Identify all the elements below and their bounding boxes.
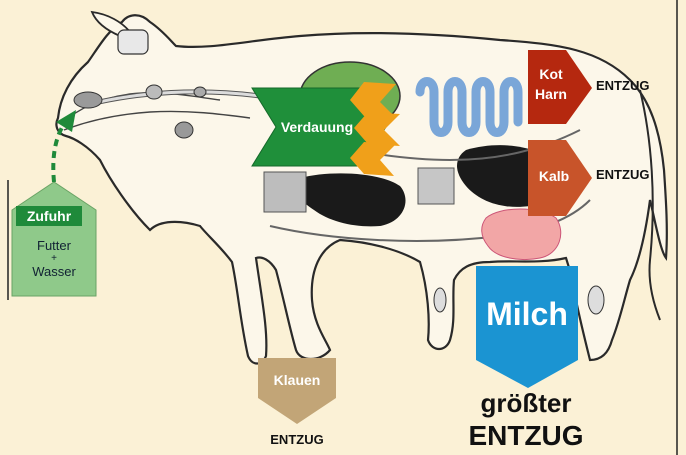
leg-joint — [588, 286, 604, 314]
hooves-arrow — [258, 358, 336, 424]
gland — [194, 87, 206, 97]
hooves-entzug-tag: ENTZUG — [258, 432, 336, 447]
udder — [482, 209, 561, 260]
hatched-organ — [264, 172, 306, 212]
nose-detail — [74, 92, 102, 108]
milk-label: Milch — [476, 296, 578, 333]
feces-label-line1: Kot — [528, 66, 574, 82]
digestion-label: Verdauung — [262, 119, 372, 135]
calf-label: Kalb — [528, 168, 580, 184]
intake-line2: Wasser — [12, 264, 96, 279]
feces-label-line2: Harn — [528, 86, 574, 102]
leg-joint — [434, 288, 446, 312]
milk-caption-line1: größter — [456, 388, 596, 419]
gland — [175, 122, 193, 138]
hatched-organ — [418, 168, 454, 204]
milk-caption-line2: ENTZUG — [446, 420, 606, 452]
hooves-label: Klauen — [258, 372, 336, 388]
calf-entzug-tag: ENTZUG — [596, 167, 649, 182]
feces-entzug-tag: ENTZUG — [596, 78, 649, 93]
intake-line1: Futter — [12, 238, 96, 253]
gland — [146, 85, 162, 99]
intake-title: Zufuhr — [16, 208, 82, 224]
brain — [118, 30, 148, 54]
intake-plus: + — [12, 253, 96, 264]
